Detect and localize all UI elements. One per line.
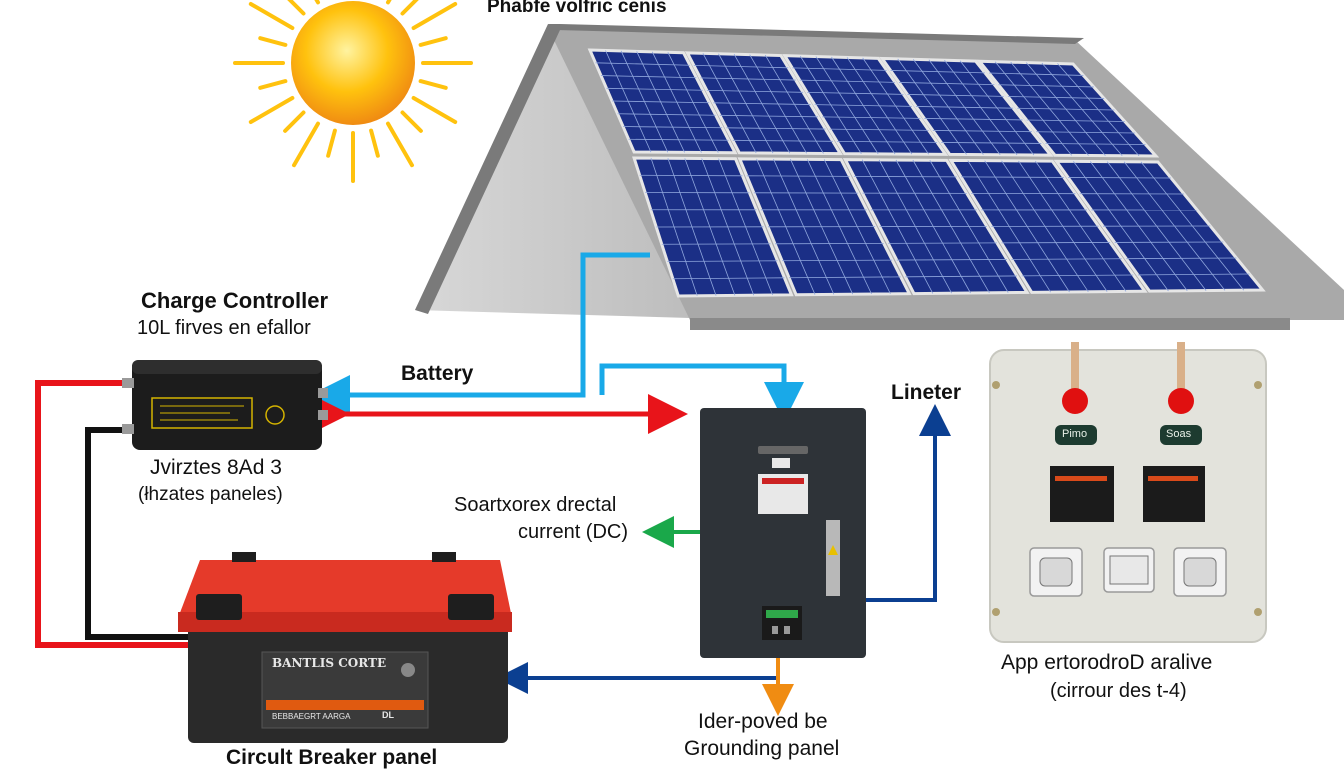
- dc-label-line1: Soartxorex drectal: [454, 494, 616, 517]
- sun-ray: [285, 112, 303, 130]
- sun-ray: [402, 112, 420, 130]
- sun-ray: [285, 0, 303, 14]
- sun-ray: [294, 0, 318, 2]
- sun-ray: [414, 4, 456, 28]
- inverter-to-load-wire: [866, 420, 935, 600]
- panel-cell-line: [854, 176, 957, 177]
- sun-ray: [414, 98, 456, 122]
- controller-to-inverter-wire: [602, 366, 784, 402]
- grounding-label-line1: Ider-poved be: [698, 710, 828, 734]
- sun-ray: [328, 131, 335, 156]
- left-panel-tag: Pimo: [1062, 428, 1087, 441]
- right-panel-tag: Soas: [1166, 428, 1191, 441]
- sun-ray: [260, 81, 285, 88]
- circuit-breaker-label: Circult Breaker panel: [226, 746, 437, 770]
- dc-label-line2: current (DC): [518, 521, 628, 544]
- sun-ray: [421, 81, 446, 88]
- sun-ray: [260, 38, 285, 45]
- charge-controller-device: [122, 360, 328, 450]
- inverter-title: Jvirztes 8Ad 3: [150, 456, 282, 480]
- sun-ray: [371, 131, 378, 156]
- sun-ray: [388, 124, 412, 166]
- sun-ray: [388, 0, 412, 2]
- appliance-title: App ertorodroD aralive: [1001, 651, 1212, 675]
- panel-cell-line: [961, 177, 1064, 178]
- solar-panel-array: [590, 50, 1263, 296]
- sun-ray: [402, 0, 420, 14]
- sun-icon: [235, 0, 471, 181]
- sun-ray: [421, 38, 446, 45]
- battery-small-mark: DL: [382, 710, 394, 720]
- sun-ray: [294, 124, 318, 166]
- lineter-label: Lineter: [891, 381, 961, 405]
- solar-array-title: Phaɓfe volfric cenis: [487, 0, 667, 18]
- right-indicator-light: [1168, 388, 1194, 414]
- inverter-subtitle: (łhzates paneles): [138, 484, 283, 506]
- battery-band-text: BEBBAEGRT AARGA: [272, 712, 350, 721]
- charge-controller-title: Charge Controller: [141, 288, 328, 313]
- panel-cell-line: [640, 175, 743, 176]
- inverter-device: [700, 408, 866, 658]
- sun-ray: [251, 98, 293, 122]
- charge-controller-subtitle: 10L firves en efallor: [137, 317, 311, 340]
- appliance-panel-device: [990, 342, 1266, 642]
- battery-arrow-label: Battery: [401, 362, 473, 386]
- panel-cell-line: [1068, 177, 1171, 178]
- sun-ray: [251, 4, 293, 28]
- battery-brand-label: BANTLIS CORTE: [272, 657, 386, 671]
- left-indicator-light: [1062, 388, 1088, 414]
- appliance-subtitle: (cirrour des t-4): [1050, 680, 1187, 703]
- grounding-label-line2: Grounding panel: [684, 737, 839, 761]
- panel-cell-line: [747, 176, 850, 177]
